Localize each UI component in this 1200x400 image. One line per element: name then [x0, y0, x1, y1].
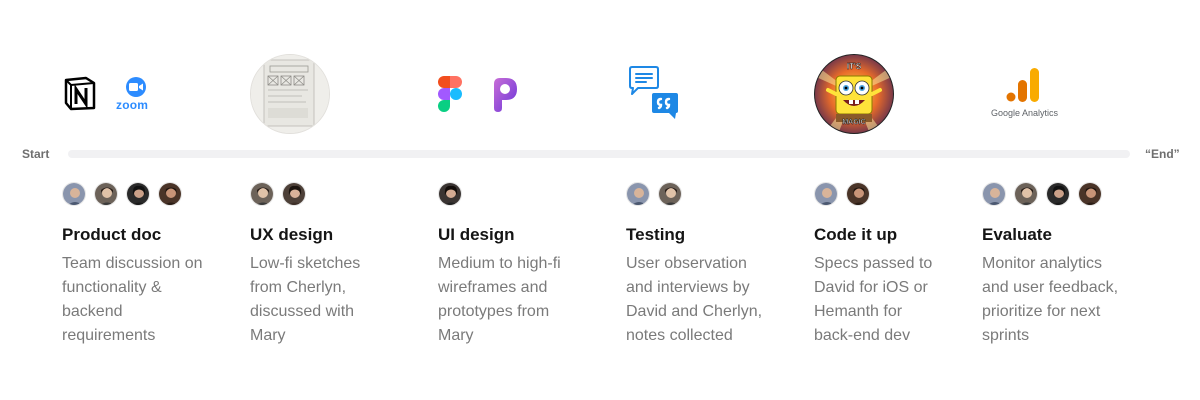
stage-description-line: and interviews by — [626, 279, 750, 296]
stage-title: Code it up — [814, 225, 898, 244]
stage-description-line: functionality & — [62, 279, 162, 296]
protopie-logo-icon — [490, 78, 518, 117]
stage-description-line: backend — [62, 303, 123, 320]
stage-description-line: Specs passed to — [814, 255, 933, 272]
stage-description: Specs passed to David for iOS or Hemanth… — [814, 252, 984, 348]
chat-bubble-icon — [628, 66, 660, 101]
wireframe-sketch-image — [250, 54, 330, 139]
stage-avatars — [814, 182, 870, 206]
stage-description: User observation and interviews by David… — [626, 252, 796, 348]
stage-description-line: prioritize for next — [982, 303, 1101, 320]
stage-description-line: wireframes and — [438, 279, 548, 296]
stage-description: Monitor analytics and user feedback, pri… — [982, 252, 1152, 348]
avatar — [250, 182, 274, 206]
stage-description-line: David and Cherlyn, — [626, 303, 763, 320]
figma-logo-icon — [438, 76, 462, 117]
avatar — [1046, 182, 1070, 206]
timeline-start-label: Start — [22, 147, 50, 161]
stage-code-it-up: IT'S MAGIC Code it up Specs passed to Da… — [814, 0, 984, 400]
spongebob-magic-meme-image: IT'S MAGIC — [814, 54, 894, 139]
avatar — [158, 182, 182, 206]
quote-bubble-icon — [650, 92, 680, 125]
stage-tools: zoom — [62, 58, 262, 138]
stage-description-line: and user feedback, — [982, 279, 1119, 296]
avatar — [626, 182, 650, 206]
stage-description: Team discussion on functionality & backe… — [62, 252, 232, 348]
stage-title: Testing — [626, 225, 686, 244]
stage-description-line: Hemanth for — [814, 303, 903, 320]
stage-testing: Testing User observation and interviews … — [626, 0, 796, 400]
avatar — [126, 182, 150, 206]
avatar — [62, 182, 86, 206]
avatar — [814, 182, 838, 206]
stage-description-line: Low-fi sketches — [250, 255, 361, 272]
stage-tools — [250, 54, 450, 138]
stage-description-line: requirements — [62, 327, 156, 344]
stage-description-line: prototypes from — [438, 303, 550, 320]
stage-description: Medium to high-fi wireframes and prototy… — [438, 252, 608, 348]
avatar — [658, 182, 682, 206]
stage-title: Evaluate — [982, 225, 1052, 244]
avatar — [438, 182, 462, 206]
google-analytics-logo-icon — [1006, 68, 1042, 107]
stage-description-line: back-end dev — [814, 327, 911, 344]
stage-title: UX design — [250, 225, 334, 244]
stage-description-line: sprints — [982, 327, 1030, 344]
stage-description-line: David for iOS or — [814, 279, 928, 296]
avatar — [846, 182, 870, 206]
stage-avatars — [982, 182, 1102, 206]
zoom-wordmark: zoom — [116, 98, 149, 112]
stage-description-line: Team discussion on — [62, 255, 203, 272]
stage-description-line: Medium to high-fi — [438, 255, 561, 272]
stage-tools: Google Analytics — [982, 58, 1182, 138]
stage-ux-design: UX design Low-fi sketches from Cherlyn, … — [250, 0, 420, 400]
google-analytics-wordmark: Google Analytics — [991, 108, 1059, 118]
stage-title: Product doc — [62, 225, 162, 244]
stage-description-line: Monitor analytics — [982, 255, 1103, 272]
stage-ui-design: UI design Medium to high-fi wireframes a… — [438, 0, 608, 400]
timeline-track — [68, 150, 1130, 158]
stage-description-line: from Cherlyn, — [250, 279, 347, 296]
stage-tools — [438, 58, 638, 138]
zoom-logo-icon: zoom — [116, 76, 156, 112]
stage-avatars — [626, 182, 682, 206]
stage-avatars — [438, 182, 462, 206]
stage-description-line: notes collected — [626, 327, 733, 344]
stage-tools — [626, 58, 826, 138]
stage-avatars — [250, 182, 306, 206]
stage-description: Low-fi sketches from Cherlyn, discussed … — [250, 252, 420, 348]
avatar — [282, 182, 306, 206]
stage-evaluate: Google Analytics Evaluate Monitor analyt… — [982, 0, 1152, 400]
avatar — [1078, 182, 1102, 206]
stage-description-line: Mary — [438, 327, 474, 344]
stage-description-line: Mary — [250, 327, 286, 344]
timeline-end-label: “End” — [1145, 147, 1180, 161]
stage-avatars — [62, 182, 182, 206]
stage-description-line: discussed with — [250, 303, 355, 320]
avatar — [1014, 182, 1038, 206]
avatar — [982, 182, 1006, 206]
avatar — [94, 182, 118, 206]
stage-title: UI design — [438, 225, 515, 244]
notion-logo-icon — [62, 75, 98, 116]
stage-tools: IT'S MAGIC — [814, 54, 1014, 138]
meme-top-text: IT'S — [847, 62, 862, 71]
stage-product-doc: zoom Product doc Team discussion on func… — [62, 0, 232, 400]
stage-description-line: User observation — [626, 255, 747, 272]
meme-bottom-text: MAGIC — [842, 119, 865, 126]
